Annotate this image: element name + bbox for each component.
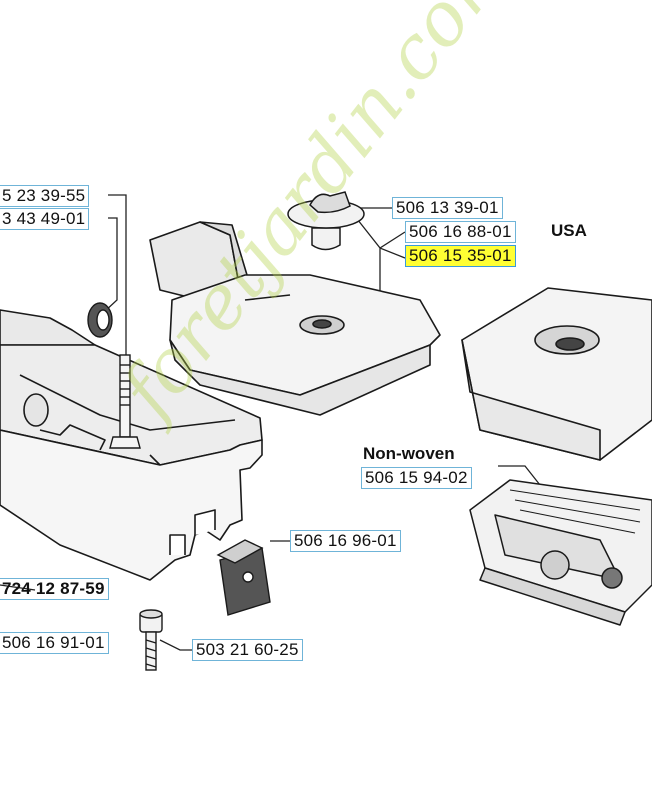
carburetor-housing	[0, 309, 263, 581]
stud-bolt	[109, 354, 141, 449]
filter-housing	[461, 287, 652, 461]
part-label-cover-usa[interactable]: 506 16 88-01	[405, 221, 516, 243]
air-filter-cover	[149, 221, 441, 416]
usa-tag: USA	[551, 221, 587, 240]
nonwoven-heading: Non-woven	[363, 444, 455, 463]
spring-clip	[216, 539, 271, 616]
part-label-air-filter-cap[interactable]: 506 13 39-01	[392, 197, 503, 219]
part-label-left-top-2[interactable]: 3 43 49-01	[0, 208, 90, 230]
part-label-left-top-1[interactable]: 5 23 39-55	[0, 185, 90, 207]
part-label-screw[interactable]: 503 21 60-25	[192, 639, 303, 661]
part-label-left-bottom[interactable]: 506 16 91-01	[0, 632, 109, 654]
screw	[139, 609, 163, 671]
part-label-nonwoven-filter[interactable]: 506 15 94-02	[361, 467, 472, 489]
nonwoven-filter	[469, 479, 652, 626]
part-label-cover-highlighted[interactable]: 506 15 35-01	[405, 245, 516, 267]
part-label-clip[interactable]: 506 16 96-01	[290, 530, 401, 552]
grommet	[87, 302, 113, 338]
filter-cap-knob	[287, 191, 365, 251]
part-label-left-kit[interactable]: 724 12 87-59	[0, 578, 109, 600]
